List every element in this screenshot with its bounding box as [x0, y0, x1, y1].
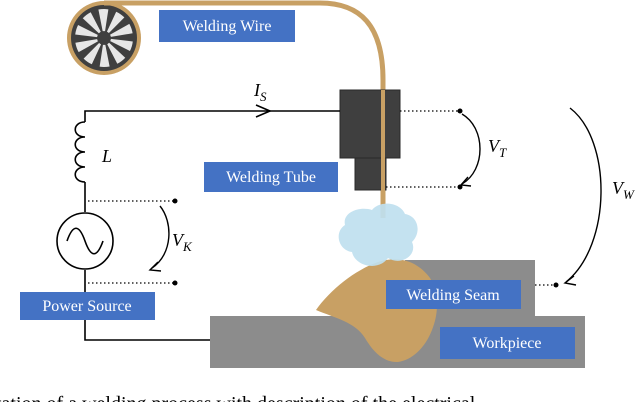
spool-spoke [98, 9, 109, 32]
arc-plasma-cloud [338, 203, 418, 266]
current-arrow-icon [255, 104, 273, 118]
label-welding-tube: Welding Tube [204, 162, 338, 192]
svg-text:Welding Tube: Welding Tube [226, 169, 316, 186]
spool-spoke [83, 42, 102, 65]
spool-spoke [82, 12, 101, 34]
tap-dots [172, 108, 559, 288]
svg-text:Welding Seam: Welding Seam [406, 287, 500, 304]
label-welding-seam: Welding Seam [386, 280, 521, 309]
welding-tube-lower [354, 157, 387, 191]
svg-text:Power Source: Power Source [42, 298, 131, 315]
spool-spoke [106, 11, 125, 34]
spool-spoke [107, 42, 126, 64]
welding-wire-path [104, 0, 386, 218]
ac-source-icon [56, 212, 114, 270]
inductance-symbol: L [101, 146, 112, 166]
spool-spoke [75, 24, 98, 38]
v-k-symbol: VK [172, 230, 193, 254]
v-t-symbol: VT [488, 136, 507, 160]
label-workpiece: Workpiece [440, 327, 575, 359]
spool-spoke [75, 39, 98, 53]
voltage-arrowheads-icon [148, 176, 577, 286]
wire-spool [67, 1, 141, 75]
spool-spoke [99, 44, 110, 67]
svg-text:Welding Wire: Welding Wire [183, 18, 272, 35]
current-symbol: IS [253, 80, 267, 104]
spool-spoke [110, 23, 133, 37]
spool-spokes-icon [75, 9, 133, 67]
inductor-coil-icon [74, 121, 86, 183]
v-w-symbol: VW [612, 178, 635, 202]
label-welding-wire: Welding Wire [159, 10, 295, 42]
svg-text:Workpiece: Workpiece [473, 335, 542, 352]
label-power-source: Power Source [20, 292, 155, 320]
voltage-taps [88, 110, 556, 286]
welding-tube-upper [339, 89, 401, 159]
spool-spoke [110, 38, 133, 52]
caption-text: tation of a welding process with descrip… [0, 393, 476, 402]
